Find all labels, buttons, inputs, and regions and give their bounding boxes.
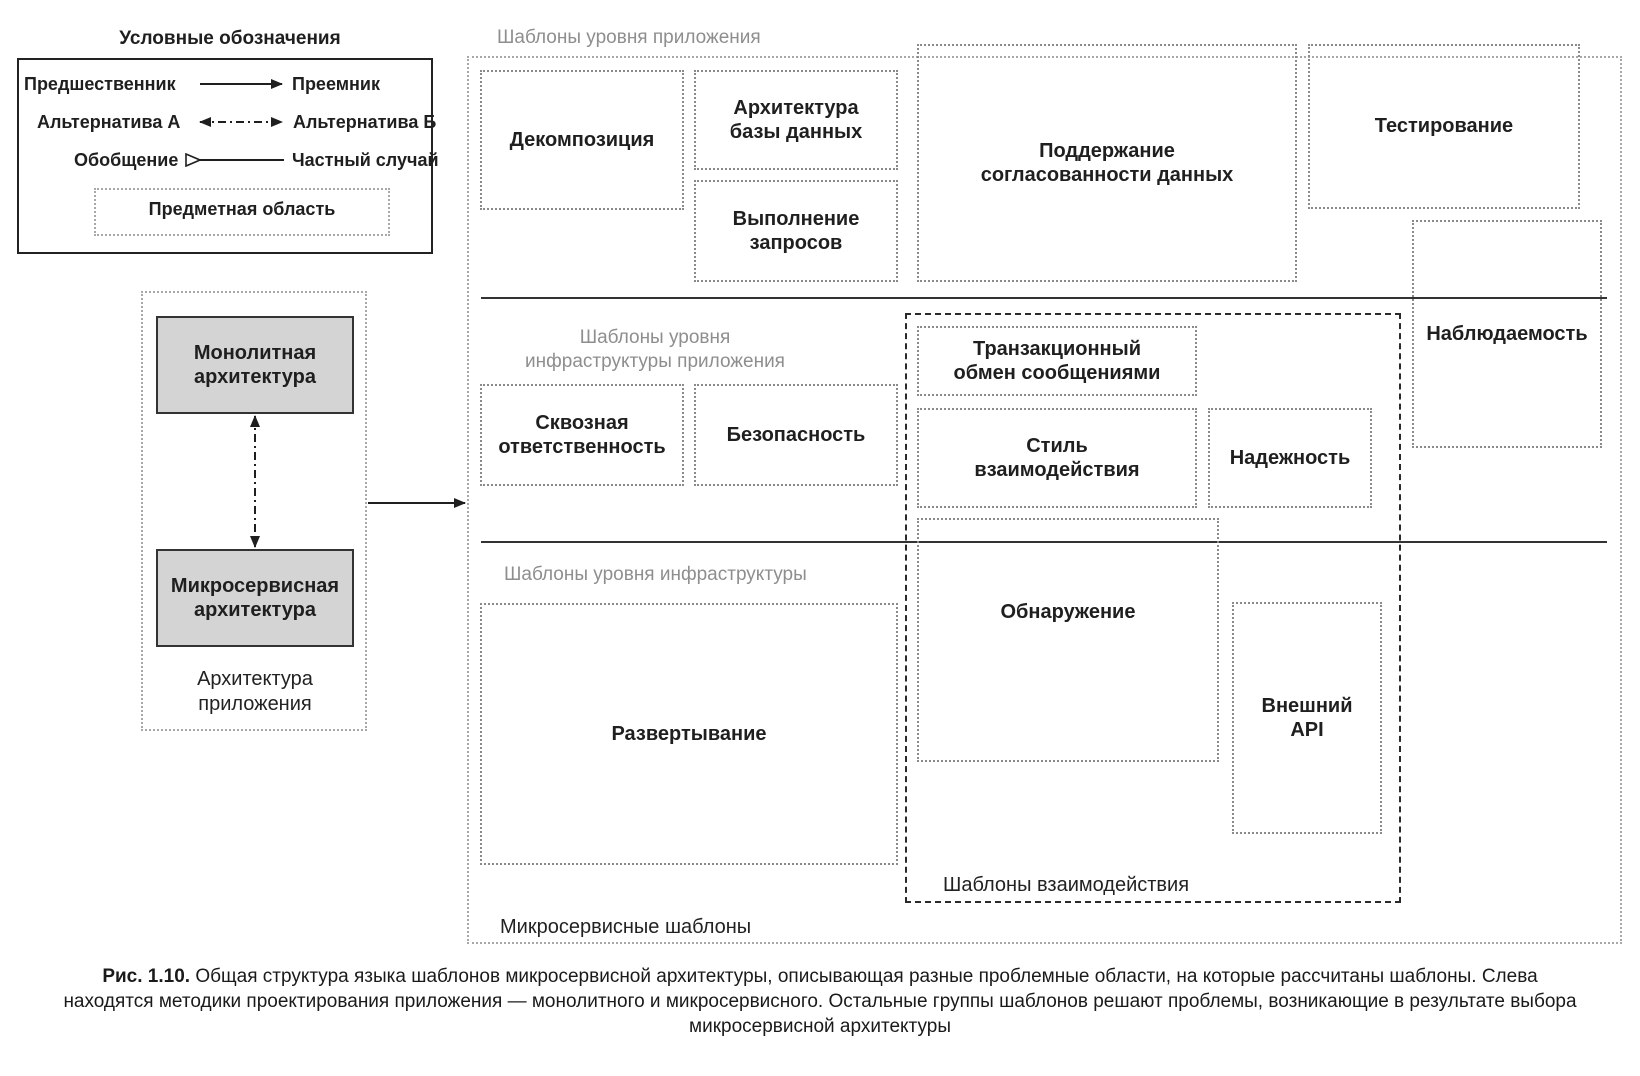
db-architecture-box: Архитектура базы данных [694,70,898,170]
monolith-box: Монолитная архитектура [156,316,354,414]
interaction-patterns-label: Шаблоны взаимодействия [943,874,1190,896]
figure-caption: Рис. 1.10. Общая структура языка шаблоно… [60,964,1580,1039]
microservice-patterns-area [467,56,1622,944]
caption-label: Рис. 1.10. [102,966,191,987]
microservice-patterns-label: Микросервисные шаблоны [500,916,752,938]
deployment-box: Развертывание [480,603,898,865]
legend-subject-area-box [94,188,390,236]
security-box: Безопасность [694,384,898,486]
legend-alt-b: Альтернатива Б [293,112,437,132]
legend-alt-a: Альтернатива А [37,112,181,132]
app-architecture-label: Архитектура приложения [197,668,313,715]
decomposition-box: Декомпозиция [480,70,684,210]
microservice-box: Микросервисная архитектура [156,549,354,647]
divider-infra-level [481,541,1607,543]
legend-generalization: Обобщение [74,150,179,170]
external-api-box: Внешний API [1232,602,1382,834]
observability-box: Наблюдаемость [1412,220,1602,448]
legend-box [17,58,433,254]
divider-app-level [481,297,1607,299]
level-app-infrastructure-label: Шаблоны уровня инфраструктуры приложения [525,327,785,372]
discovery-box: Обнаружение [917,518,1219,762]
legend-successor: Преемник [292,74,380,94]
level-infrastructure-label: Шаблоны уровня инфраструктуры [504,564,807,585]
legend-subject-area: Предметная область [148,199,336,219]
legend-title: Условные обозначения [119,28,341,49]
interaction-patterns-group [905,313,1401,903]
app-architecture-area [141,291,367,731]
reliability-box: Надежность [1208,408,1372,508]
data-consistency-box: Поддержание согласованности данных [917,44,1297,282]
testing-box: Тестирование [1308,44,1580,209]
caption-text: Общая структура языка шаблонов микросерв… [63,966,1577,1038]
legend-predecessor: Предшественник [24,74,176,94]
query-execution-box: Выполнение запросов [694,180,898,282]
legend-special-case: Частный случай [292,150,439,170]
transactional-messaging-box: Транзакционный обмен сообщениями [917,326,1197,396]
level-application-label: Шаблоны уровня приложения [497,27,761,48]
interaction-style-box: Стиль взаимодействия [917,408,1197,508]
cross-cutting-box: Сквозная ответственность [480,384,684,486]
